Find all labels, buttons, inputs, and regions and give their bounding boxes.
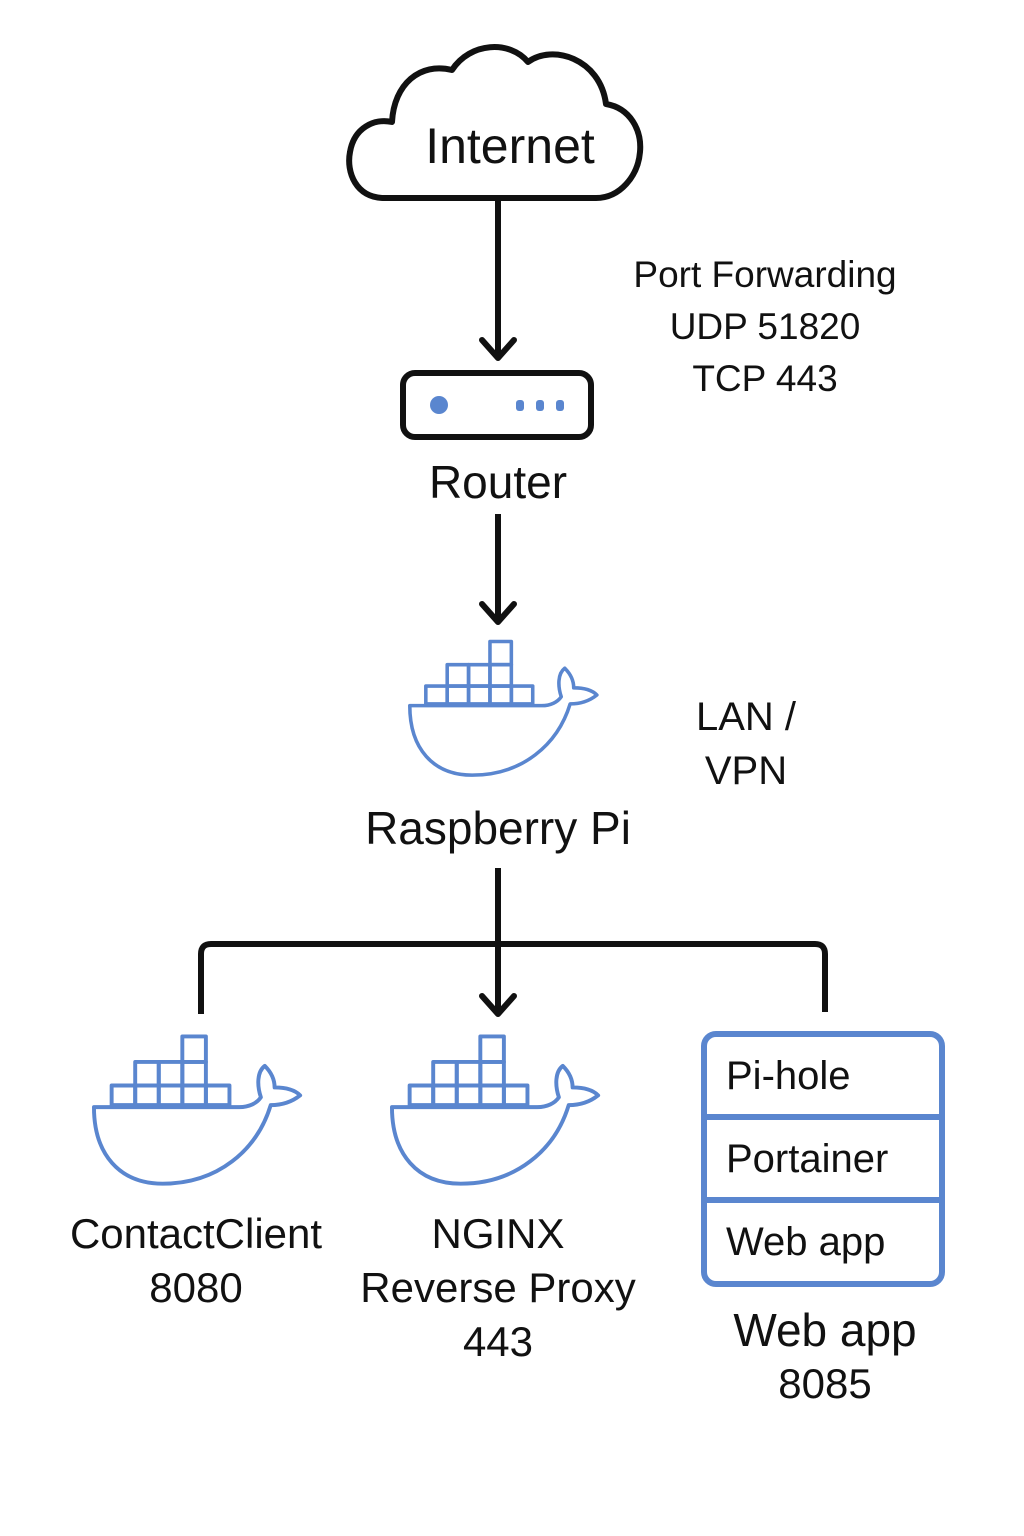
port-forwarding-udp: UDP 51820 [669,306,861,347]
docker-whale-icon-contactclient [92,1034,303,1186]
service-stack-box [701,1031,945,1287]
docker-whale-icon-raspberry-pi [408,639,599,778]
stack-label: Web app [733,1304,917,1356]
nginx-port: 443 [462,1318,534,1365]
port-forwarding-tcp: TCP 443 [692,358,838,399]
stack-item-portainer: Portainer [726,1137,889,1181]
arrowhead-router-pi [479,601,517,625]
stack-item-pihole: Pi-hole [726,1054,851,1098]
raspberry-pi-label: Raspberry Pi [365,802,631,854]
cloud-icon [346,44,644,201]
port-forwarding-title: Port Forwarding [633,254,897,295]
contactclient-port: 8080 [149,1264,243,1311]
contactclient-name: ContactClient [69,1210,323,1257]
stack-port: 8085 [778,1360,872,1407]
lan-vpn-line1: LAN / [695,695,797,739]
nginx-name: NGINX [431,1210,565,1257]
router-icon [400,370,594,440]
docker-whale-icon-nginx [390,1034,601,1186]
nginx-subtitle: Reverse Proxy [360,1264,636,1311]
connector-branch [198,941,828,1014]
arrowhead-internet-router [479,337,517,361]
router-label: Router [428,456,568,508]
stack-item-webapp: Web app [726,1220,886,1264]
internet-label: Internet [425,118,595,174]
lan-vpn-line2: VPN [704,749,788,793]
arrowhead-pi-nginx [479,993,517,1017]
